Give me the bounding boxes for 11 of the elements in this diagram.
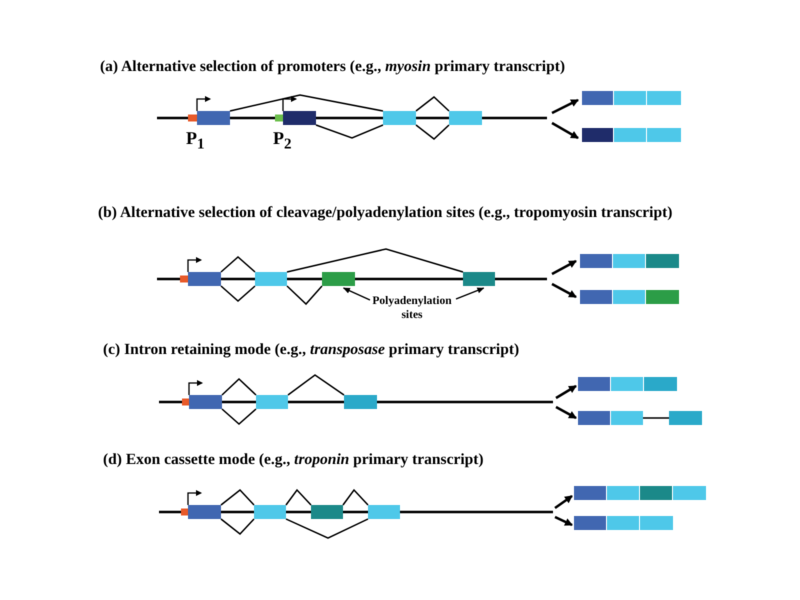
panel-title: (b) Alternative selection of cleavage/polyadenylation sites (e.g., tropomyosin transcript) [98, 204, 672, 222]
annotation-text: Polyadenylation sites [364, 294, 460, 322]
exon-box [322, 272, 355, 286]
panel-title: (c) Intron retaining mode (e.g., transposase primary transcript) [103, 341, 520, 359]
leader-arrow [343, 287, 370, 301]
promoter-label: P$_{2}$ [273, 128, 292, 154]
exon-box [463, 272, 495, 286]
leader-arrow [456, 287, 484, 300]
panel-title: (d) Exon cassette mode (e.g., troponin primary transcript) [103, 451, 484, 469]
promoter-label: P$_{1}$ [186, 128, 204, 154]
panel-title: (a) Alternative selection of promoters (e.g., myosin primary transcript) [100, 58, 566, 76]
